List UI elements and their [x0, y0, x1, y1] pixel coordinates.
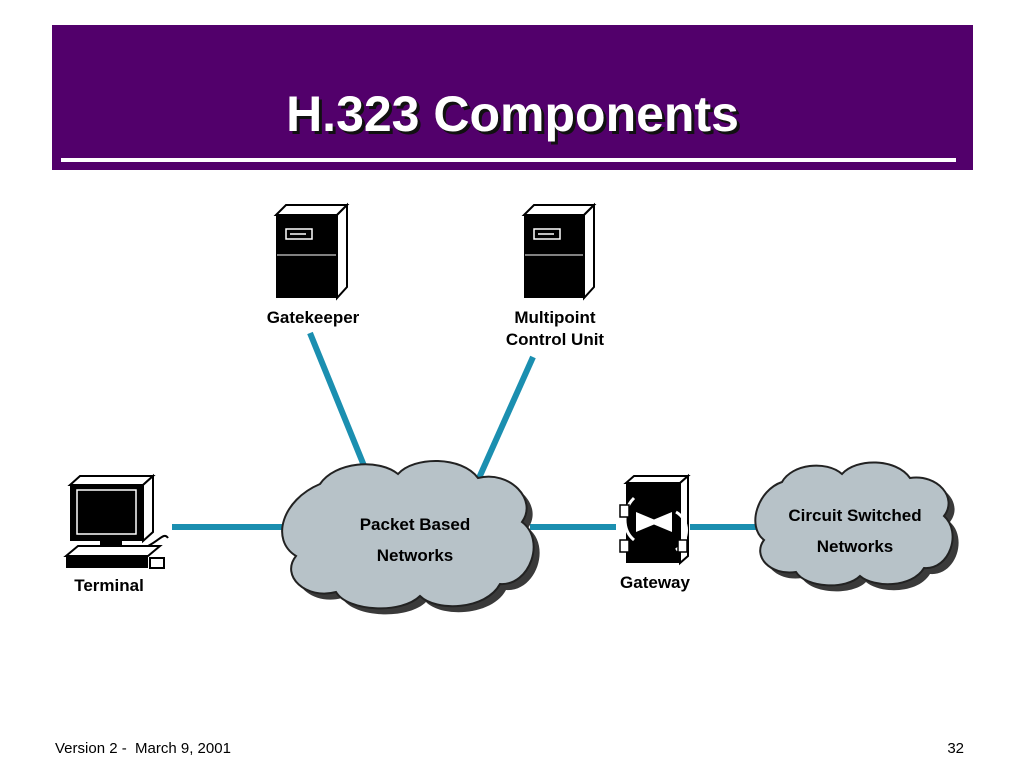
packet-network-label-line1: Packet Based [359, 515, 471, 534]
footer-version-date: Version 2 - March 9, 2001 [55, 740, 231, 757]
terminal-computer-icon [63, 473, 169, 569]
title-banner: H.323 Components [52, 25, 973, 170]
packet-network-cloud-icon [281, 460, 540, 615]
page-number: 32 [947, 740, 964, 757]
circuit-network-cloud-icon [754, 461, 959, 592]
slide-title: H.323 Components [286, 86, 739, 142]
packet-network-label-line2: Networks [376, 546, 454, 565]
mcu-label-line2: Control Unit [505, 330, 605, 349]
title-divider [61, 158, 956, 162]
link-mcu-packet [476, 355, 536, 480]
mcu-label-line1: Multipoint [514, 308, 596, 327]
terminal-label: Terminal [74, 576, 144, 595]
circuit-network-label-line2: Networks [816, 537, 894, 556]
gatekeeper-label: Gatekeeper [266, 308, 360, 327]
link-gatekeeper-packet [307, 331, 372, 480]
circuit-network-label-line1: Circuit Switched [788, 506, 922, 525]
mcu-server-icon [521, 202, 597, 301]
gateway-label: Gateway [620, 573, 690, 592]
gateway-icon [619, 473, 691, 566]
gatekeeper-server-icon [273, 202, 350, 301]
